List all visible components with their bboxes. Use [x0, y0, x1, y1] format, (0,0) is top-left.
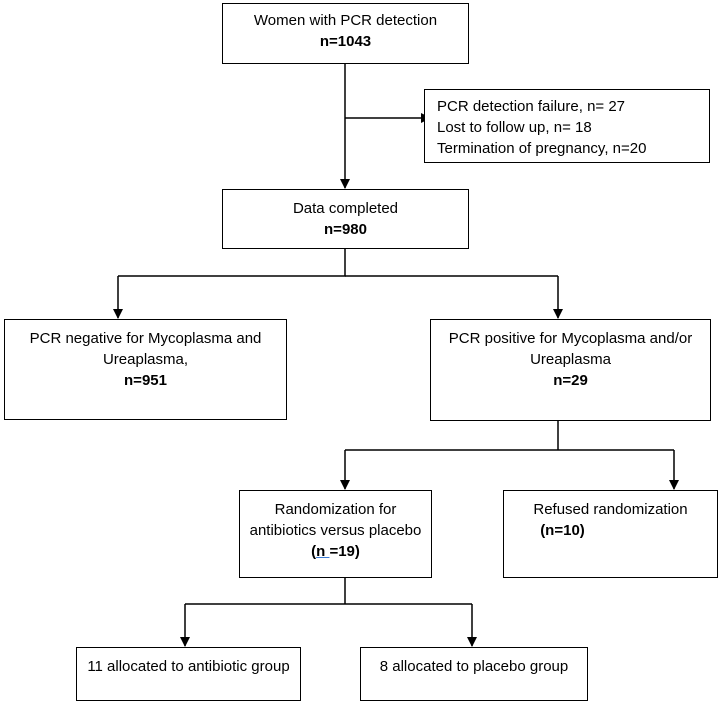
box-refused-label: Refused randomization — [533, 501, 688, 518]
box-refused-count: (n=10) — [540, 522, 585, 539]
box-positive-line2: Ureaplasma — [530, 351, 611, 368]
box-negative-line1: PCR negative for Mycoplasma and — [29, 330, 262, 347]
box-start-label: Women with PCR detection — [253, 12, 438, 29]
box-randomization-count: (n =19) — [311, 543, 360, 560]
box-positive-count: n=29 — [553, 372, 588, 389]
box-pcr-positive: PCR positive for Mycoplasma and/or Ureap… — [430, 319, 711, 421]
box-antibiotic-label: 11 allocated to antibiotic group — [87, 658, 290, 675]
connector-completed-split — [118, 248, 346, 277]
box-pcr-negative: PCR negative for Mycoplasma and Ureaplas… — [4, 319, 287, 420]
box-placebo-group: 8 allocated to placebo group — [360, 647, 588, 701]
box-refused-randomization: Refused randomization (n=10) — [503, 490, 718, 578]
box-randomization-line2: antibiotics versus placebo — [249, 522, 422, 539]
box-start-count: n=1043 — [319, 33, 372, 50]
box-excluded: PCR detection failure, n= 27 Lost to fol… — [424, 89, 710, 163]
box-completed-label: Data completed — [292, 200, 399, 217]
excluded-termination: Termination of pregnancy, n=20 — [437, 140, 647, 157]
box-positive-line1: PCR positive for Mycoplasma and/or — [448, 330, 693, 347]
excluded-detection-failure: PCR detection failure, n= 27 — [437, 98, 626, 115]
excluded-lost-follow-up: Lost to follow up, n= 18 — [437, 119, 592, 136]
box-placebo-label: 8 allocated to placebo group — [379, 658, 569, 675]
box-randomization: Randomization for antibiotics versus pla… — [239, 490, 432, 578]
box-data-completed: Data completed n=980 — [222, 189, 469, 249]
box-women-pcr-detection: Women with PCR detection n=1043 — [222, 3, 469, 64]
box-negative-line2: Ureaplasma, — [102, 351, 189, 368]
box-negative-count: n=951 — [124, 372, 167, 389]
box-completed-count: n=980 — [324, 221, 367, 238]
box-antibiotic-group: 11 allocated to antibiotic group — [76, 647, 301, 701]
box-randomization-line1: Randomization for — [274, 501, 397, 518]
